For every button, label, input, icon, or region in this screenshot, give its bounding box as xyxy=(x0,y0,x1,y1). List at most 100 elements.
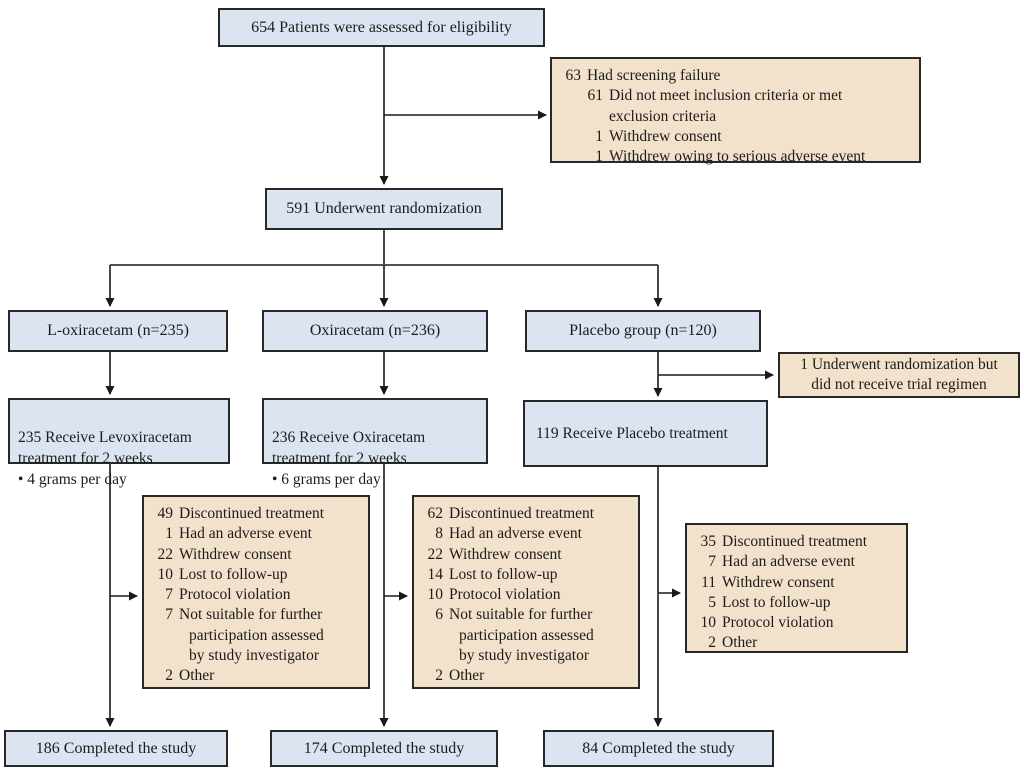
stat-count xyxy=(422,646,443,666)
discontinued-loxiracetam-box: 49 Discontinued treatment 1 Had an adver… xyxy=(142,495,370,689)
stat-label: Discontinued treatment xyxy=(722,533,868,550)
stat-count: 61 xyxy=(587,87,604,105)
stat-label: Had an adverse event xyxy=(179,525,312,543)
treatment-oxiracetam-text: 236 Receive Oxiracetam treatment for 2 w… xyxy=(272,429,426,488)
stat-line: 2 Other xyxy=(422,666,632,686)
stat-label: Had screening failure xyxy=(587,67,721,84)
stat-line: participation assessed xyxy=(422,626,632,646)
stat-line: 22 Withdrew consent xyxy=(422,545,632,565)
treatment-placebo-text: 119 Receive Placebo treatment xyxy=(536,424,728,442)
stat-count: 7 xyxy=(708,553,716,571)
stat-label: Not suitable for further xyxy=(449,606,593,624)
stat-label: Protocol violation xyxy=(449,586,561,604)
stat-line: 63 Had screening failure xyxy=(560,66,913,86)
discontinued-oxiracetam-box: 62 Discontinued treatment 8 Had an adver… xyxy=(412,495,640,689)
stat-count: 10 xyxy=(427,586,444,604)
stat-line: 61 Did not meet inclusion criteria or me… xyxy=(560,86,913,106)
stat-count xyxy=(152,626,173,646)
arm-placebo-text: Placebo group (n=120) xyxy=(569,322,717,339)
stat-line: 22 Withdrew consent xyxy=(152,545,362,565)
randomization-text: 591 Underwent randomization xyxy=(286,200,482,217)
stat-label: Lost to follow-up xyxy=(179,565,288,583)
arm-oxiracetam-text: Oxiracetam (n=236) xyxy=(309,322,441,339)
stat-count: 7 xyxy=(165,606,173,624)
arm-oxiracetam-box: Oxiracetam (n=236) xyxy=(262,310,488,352)
stat-label: Discontinued treatment xyxy=(449,505,595,522)
arm-loxiracetam-box: L-oxiracetam (n=235) xyxy=(8,310,228,352)
stat-count: 63 xyxy=(565,67,582,84)
completed-placebo-box: 84 Completed the study xyxy=(543,730,774,767)
stat-count: 11 xyxy=(701,573,716,591)
stat-label: Other xyxy=(179,667,215,685)
stat-label: by study investigator xyxy=(189,647,320,665)
stat-count: 10 xyxy=(157,565,174,583)
stat-label: Had an adverse event xyxy=(449,525,582,543)
stat-count: 14 xyxy=(427,565,444,583)
stat-label: Discontinued treatment xyxy=(179,505,325,522)
randomization-box: 591 Underwent randomization xyxy=(265,188,503,230)
stat-label: by study investigator xyxy=(459,647,590,665)
stat-line: 2 Other xyxy=(695,633,900,653)
stat-line: participation assessed xyxy=(152,626,362,646)
stat-count: 22 xyxy=(157,545,174,563)
stat-count: 1 xyxy=(595,127,603,145)
discontinued-placebo-box: 35 Discontinued treatment 7 Had an adver… xyxy=(685,523,908,653)
stat-count: 10 xyxy=(700,614,717,632)
completed-loxiracetam-box: 186 Completed the study xyxy=(4,730,228,767)
stat-line: 6 Not suitable for further xyxy=(422,605,632,625)
stat-line: 10 Protocol violation xyxy=(695,613,900,633)
stat-count: 8 xyxy=(435,525,443,543)
stat-line: 7 Had an adverse event xyxy=(695,552,900,572)
stat-label: participation assessed xyxy=(459,626,594,644)
stat-label: Protocol violation xyxy=(722,614,834,632)
stat-line: by study investigator xyxy=(422,646,632,666)
stat-label: Withdrew consent xyxy=(179,545,292,563)
stat-label: Protocol violation xyxy=(179,586,291,604)
stat-count: 5 xyxy=(708,593,716,611)
stat-label: Other xyxy=(722,634,758,652)
stat-label: Withdrew consent xyxy=(609,127,722,145)
completed-loxiracetam-text: 186 Completed the study xyxy=(35,739,197,757)
screening-failure-box: 63 Had screening failure 61 Did not meet… xyxy=(550,57,921,165)
stat-label: Not suitable for further xyxy=(179,606,323,624)
stat-count: 6 xyxy=(435,606,443,624)
stat-line: 1 Withdrew owing to serious adverse even… xyxy=(560,147,913,167)
stat-line: 1 Had an adverse event xyxy=(152,524,362,544)
arm-placebo-box: Placebo group (n=120) xyxy=(525,310,761,352)
eligibility-box: 654 Patients were assessed for eligibili… xyxy=(218,8,545,47)
stat-count: 22 xyxy=(427,545,444,563)
stat-line: exclusion criteria xyxy=(560,107,913,127)
arm-loxiracetam-text: L-oxiracetam (n=235) xyxy=(47,322,189,339)
stat-count xyxy=(560,107,603,127)
stat-count xyxy=(152,646,173,666)
stat-label: Withdrew consent xyxy=(449,545,562,563)
stat-count: 1 xyxy=(595,148,603,166)
stat-line: 11 Withdrew consent xyxy=(695,573,900,593)
stat-line: 10 Protocol violation xyxy=(422,585,632,605)
stat-count: 2 xyxy=(165,667,173,685)
completed-oxiracetam-box: 174 Completed the study xyxy=(270,730,498,767)
stat-count: 35 xyxy=(700,533,717,550)
stat-label: Did not meet inclusion criteria or met xyxy=(609,87,843,105)
not-received-box: 1 Underwent randomization but did not re… xyxy=(778,352,1020,398)
treatment-oxiracetam-box: 236 Receive Oxiracetam treatment for 2 w… xyxy=(262,398,488,488)
stat-count: 62 xyxy=(427,505,444,522)
stat-label: exclusion criteria xyxy=(609,107,717,125)
stat-count xyxy=(422,626,443,646)
stat-line: 1 Withdrew consent xyxy=(560,127,913,147)
stat-label: Lost to follow-up xyxy=(449,565,558,583)
stat-line: 8 Had an adverse event xyxy=(422,524,632,544)
treatment-loxiracetam-text: 235 Receive Levoxiracetam treatment for … xyxy=(18,429,192,488)
stat-label: Had an adverse event xyxy=(722,553,855,571)
stat-label: Lost to follow-up xyxy=(722,593,831,611)
completed-placebo-text: 84 Completed the study xyxy=(582,739,735,757)
stat-count: 2 xyxy=(435,667,443,685)
not-received-text: 1 Underwent randomization but did not re… xyxy=(800,356,998,393)
stat-label: Other xyxy=(449,667,485,685)
stat-label: Withdrew owing to serious adverse event xyxy=(609,148,866,166)
stat-line: 62 Discontinued treatment xyxy=(422,504,632,524)
stat-line: 7 Not suitable for further xyxy=(152,605,362,625)
stat-line: 35 Discontinued treatment xyxy=(695,532,900,552)
